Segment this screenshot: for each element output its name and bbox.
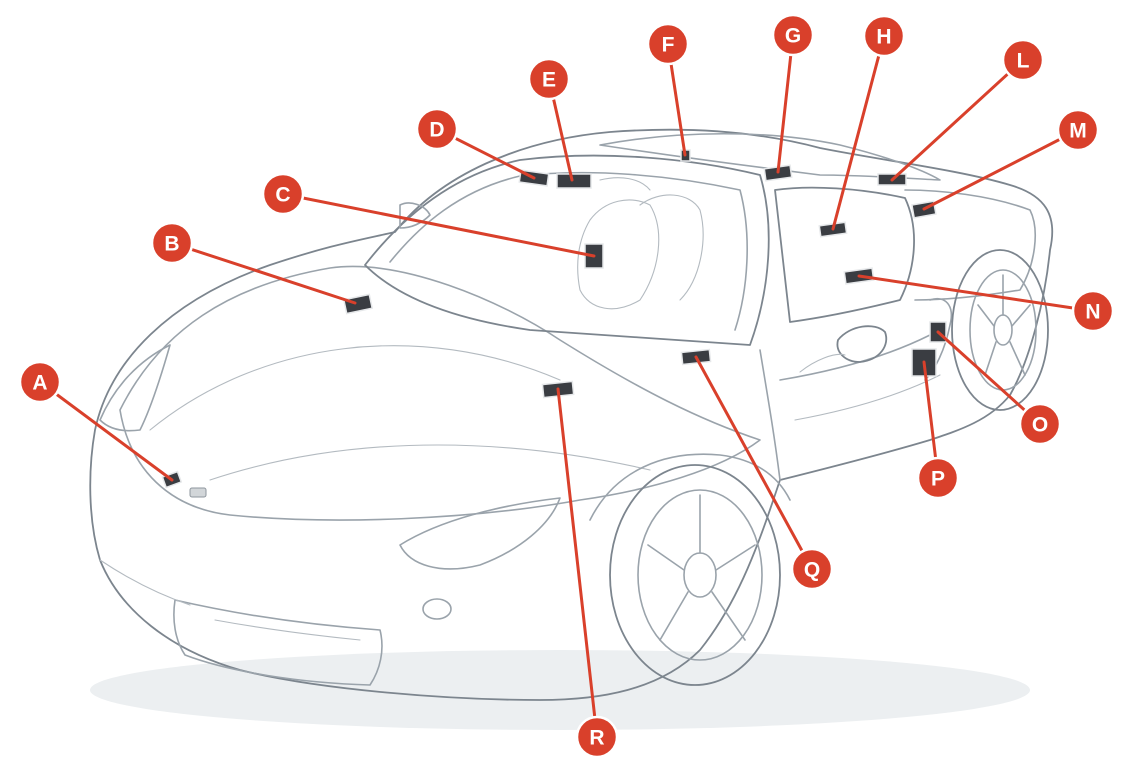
front-wheel xyxy=(609,464,781,686)
callout-d: D xyxy=(415,107,459,151)
callout-e-label: E xyxy=(542,69,556,92)
callout-r-label: R xyxy=(589,727,604,750)
side-window xyxy=(774,186,915,323)
side-mirror xyxy=(836,325,888,363)
callout-a-label: A xyxy=(32,372,47,395)
callout-l: L xyxy=(1001,38,1045,82)
callout-b: B xyxy=(150,221,194,265)
car-body xyxy=(89,128,1054,701)
leader-lines xyxy=(38,33,1095,739)
callout-g-label: G xyxy=(785,25,801,48)
callout-h-label: H xyxy=(876,26,891,49)
callout-a: A xyxy=(18,360,62,404)
callout-m-label: M xyxy=(1069,120,1087,143)
callout-m: M xyxy=(1056,108,1100,152)
callout-q: Q xyxy=(790,547,834,591)
callout-q-label: Q xyxy=(804,559,820,582)
callout-b-label: B xyxy=(164,233,179,256)
headlight-left xyxy=(99,344,171,432)
windshield xyxy=(364,154,770,346)
callout-d-label: D xyxy=(429,119,444,142)
callout-l-label: L xyxy=(1017,50,1030,73)
callout-o: O xyxy=(1018,402,1062,446)
front-grille xyxy=(173,599,383,686)
callout-markers: A B C D E F G H L M N O P Q R xyxy=(18,13,1115,759)
callout-h: H xyxy=(862,14,906,58)
callout-n: N xyxy=(1071,289,1115,333)
callout-e: E xyxy=(527,57,571,101)
callout-c: C xyxy=(261,172,305,216)
callout-g: G xyxy=(771,13,815,57)
callout-f: F xyxy=(646,22,690,66)
callout-o-label: O xyxy=(1032,414,1048,437)
callout-p-label: P xyxy=(931,468,945,491)
roof xyxy=(599,132,941,181)
callout-r: R xyxy=(575,715,619,759)
callout-n-label: N xyxy=(1085,301,1100,324)
ground-shadow xyxy=(90,650,1030,730)
callout-f-label: F xyxy=(662,34,675,57)
callout-p: P xyxy=(916,456,960,500)
callout-c-label: C xyxy=(275,184,290,207)
headlight-right xyxy=(399,497,561,570)
hood xyxy=(119,265,761,521)
